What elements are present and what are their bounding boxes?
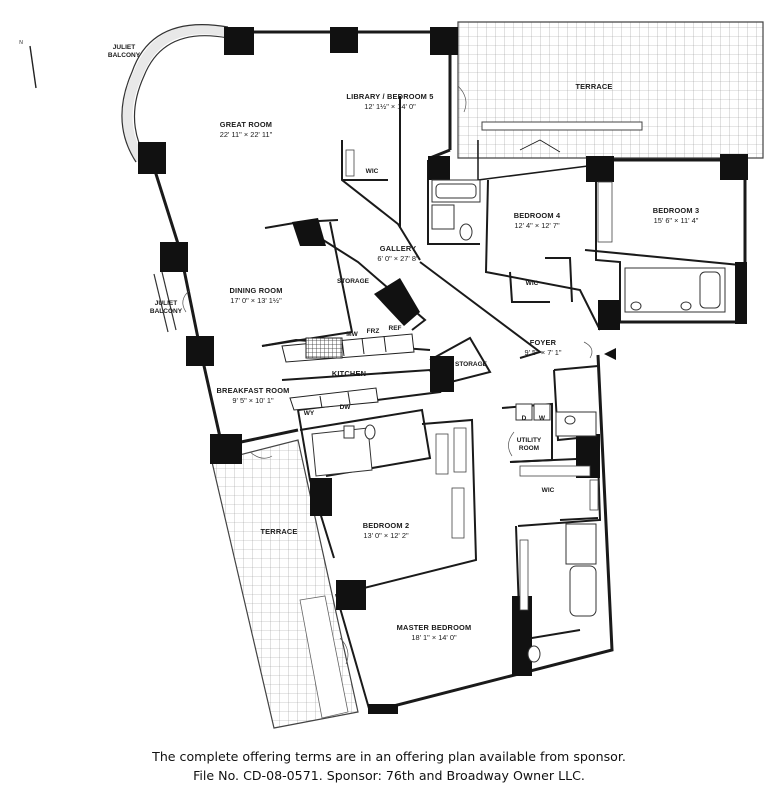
appliance-label-frz: FRZ	[366, 328, 380, 335]
bathrooms	[311, 179, 726, 663]
appliance-label-dryer: D	[521, 415, 527, 422]
room-label-terrace-bottom: TERRACE	[260, 527, 298, 536]
room-label-storage-2: STORAGE	[454, 361, 488, 368]
room-label-juliet-balcony-top: JULIET BALCONY	[107, 44, 141, 59]
room-label-storage-1: STORAGE	[336, 278, 370, 285]
footer-line-1: The complete offering terms are in an of…	[152, 749, 626, 764]
compass-label: N	[19, 40, 23, 46]
door-swings	[182, 85, 593, 665]
entry-arrow-icon	[604, 348, 616, 360]
appliance-label-washer: W	[538, 415, 546, 422]
room-label-juliet-balcony-mid: JULIET BALCONY	[149, 300, 183, 315]
appliance-label-dw: DW	[339, 404, 351, 411]
terrace-bottom-area	[211, 439, 359, 729]
room-label-wic-library: WIC	[365, 168, 379, 175]
juliet-balcony-curve	[121, 24, 230, 333]
kitchen-counter	[281, 333, 415, 411]
appliance-label-wy: WY	[303, 410, 315, 417]
terrace-top-area	[457, 21, 764, 159]
compass	[29, 45, 37, 89]
footer-line-2: File No. CD-08-0571. Sponsor: 76th and B…	[193, 768, 585, 783]
room-label-utility-room: UTILITY ROOM	[516, 437, 542, 452]
room-label-wic-bedroom-4: WIC	[525, 280, 539, 287]
structural-columns	[138, 27, 748, 714]
room-label-terrace-top: TERRACE	[575, 82, 613, 91]
floor-plan	[29, 21, 764, 729]
appliance-label-ref: REF	[388, 325, 402, 332]
room-label-kitchen: KITCHEN	[331, 369, 367, 378]
closet-shelving	[345, 149, 613, 611]
footer-disclaimer: The complete offering terms are in an of…	[0, 747, 778, 785]
room-label-wic-master: WIC	[541, 487, 555, 494]
appliance-label-mw: MW	[346, 331, 358, 338]
